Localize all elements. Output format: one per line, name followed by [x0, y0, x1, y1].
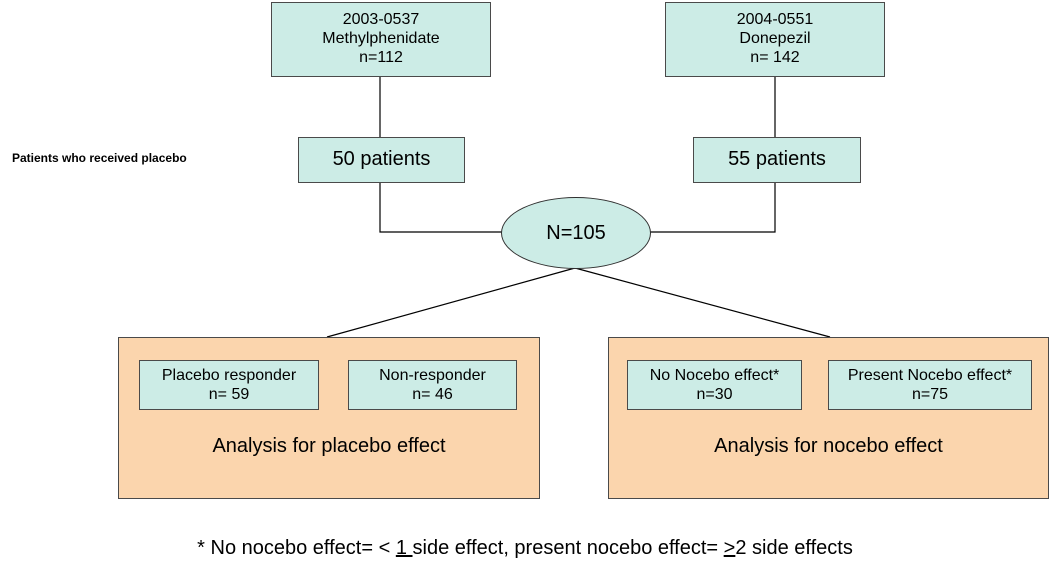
nocebo-analysis-panel: No Nocebo effect* n=30 Present Nocebo ef… [608, 337, 1049, 499]
footnote-part-1: * No nocebo effect= < [197, 537, 396, 559]
connector-pooled-to-nocebo-panel [574, 267, 831, 338]
group-label: Placebo responder [161, 366, 297, 384]
study-box-methylphenidate: 2003-0537 Methylphenidate n=112 [271, 2, 491, 77]
footnote-part-2: side effect, present nocebo effect= [412, 537, 724, 559]
footnote: * No nocebo effect= < 1 side effect, pre… [0, 537, 1050, 560]
nocebo-analysis-caption: Analysis for nocebo effect [714, 435, 943, 457]
connector-group1-to-pooled [379, 183, 502, 233]
study-drug: Donepezil [739, 30, 811, 48]
footnote-underlined-1: 1 [395, 537, 413, 559]
present-nocebo-effect-box: Present Nocebo effect* n=75 [828, 360, 1032, 410]
group-n: n=75 [911, 386, 949, 403]
placebo-recipients-label: Patients who received placebo [12, 151, 187, 165]
study-box-donepezil: 2004-0551 Donepezil n= 142 [665, 2, 885, 77]
study-id: 2003-0537 [342, 11, 420, 29]
pooled-total-ellipse: N=105 [501, 197, 651, 269]
study-drug: Methylphenidate [322, 30, 440, 48]
placebo-group-count: 50 patients [332, 148, 431, 171]
study-id: 2004-0551 [736, 11, 814, 29]
pooled-total: N=105 [546, 221, 606, 244]
group-label: Present Nocebo effect* [847, 366, 1013, 384]
study-n: n= 142 [750, 48, 800, 66]
group-label: No Nocebo effect* [649, 366, 780, 384]
study-n: n=112 [359, 48, 403, 66]
placebo-group-box-1: 50 patients [298, 137, 465, 183]
connector-pooled-to-placebo-panel [326, 267, 576, 338]
no-nocebo-effect-box: No Nocebo effect* n=30 [627, 360, 802, 410]
placebo-group-count: 55 patients [728, 148, 826, 171]
footnote-part-3: 2 side effects [735, 537, 853, 559]
footnote-underlined-2: > [723, 537, 736, 559]
placebo-group-box-2: 55 patients [693, 137, 861, 183]
non-responder-box: Non-responder n= 46 [348, 360, 517, 410]
group-n: n= 59 [208, 386, 250, 403]
placebo-responder-box: Placebo responder n= 59 [139, 360, 319, 410]
group-label: Non-responder [379, 366, 486, 384]
group-n: n= 46 [412, 386, 453, 403]
connector-group2-to-pooled [650, 183, 776, 233]
group-n: n=30 [696, 386, 733, 403]
placebo-analysis-panel: Placebo responder n= 59 Non-responder n=… [118, 337, 540, 499]
placebo-analysis-caption: Analysis for placebo effect [212, 435, 446, 457]
